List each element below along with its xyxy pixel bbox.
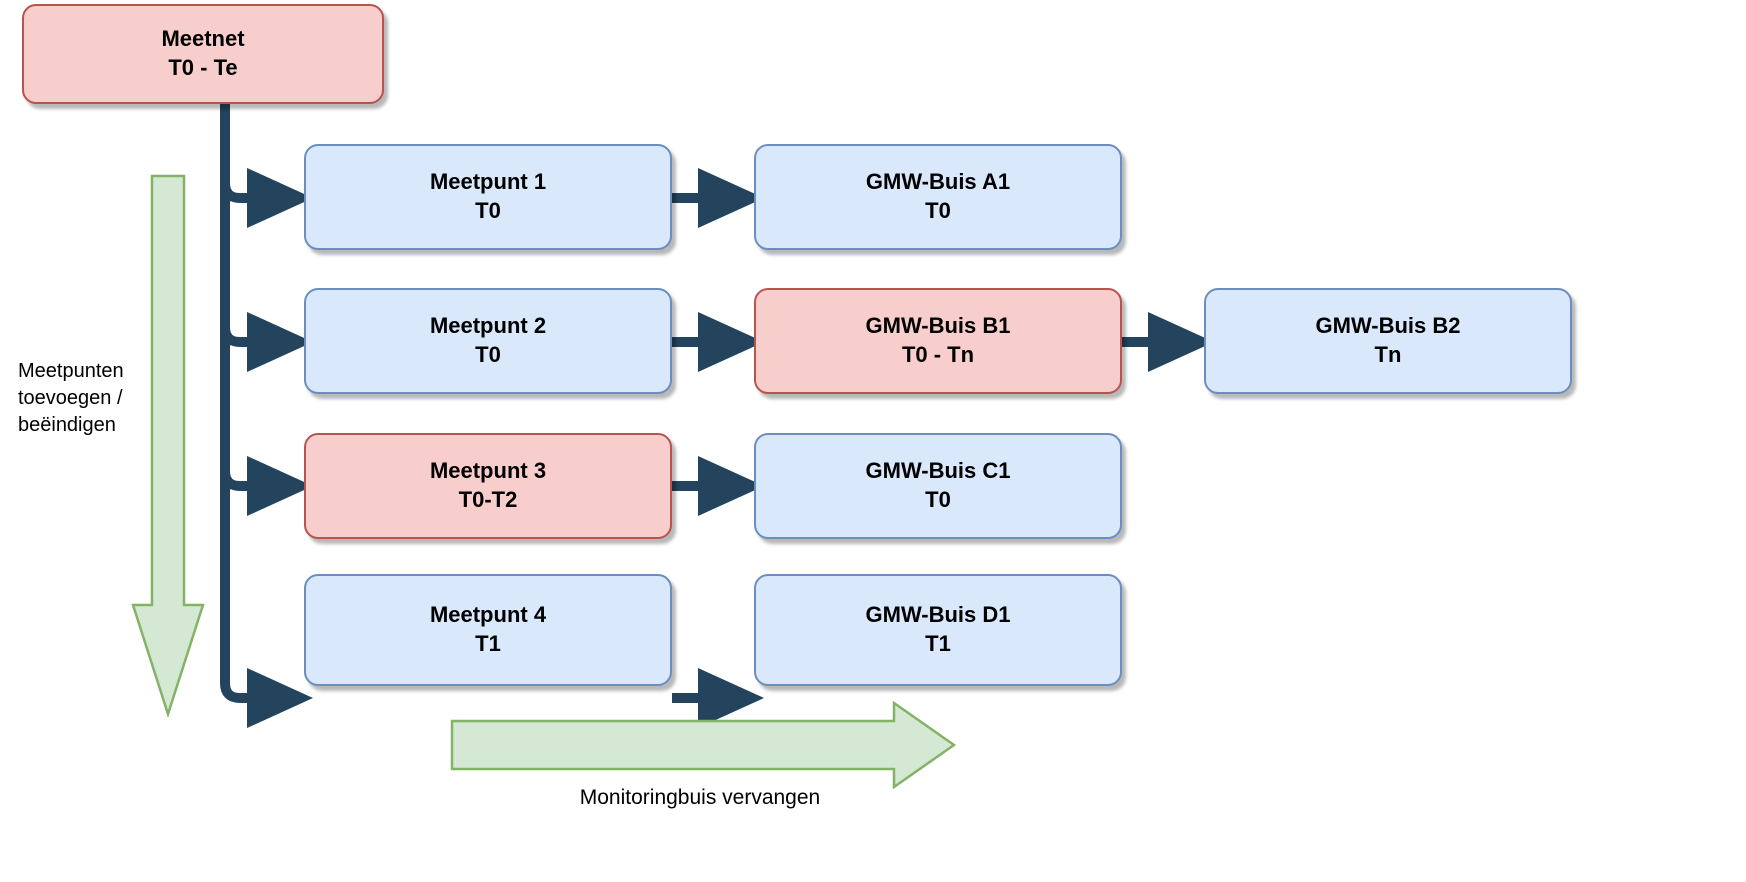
node-meetpunt-3-line2: T0-T2 (458, 487, 518, 512)
node-gmw-buis-b1[interactable]: GMW-Buis B1 T0 - Tn (754, 288, 1122, 394)
node-gmw-buis-c1-line1: GMW-Buis C1 (865, 458, 1011, 484)
meetnet-branch-trunk (220, 104, 241, 703)
node-meetpunt-3-line1: Meetpunt 3 (429, 458, 547, 484)
green-right-arrow (450, 700, 957, 790)
label-meetpunten-line2: toevoegen / (18, 387, 123, 409)
node-gmw-buis-c1-line2: T0 (925, 487, 951, 512)
edge-meetnet-to-meetpunt1 (220, 168, 314, 228)
node-gmw-buis-a1-line2: T0 (925, 198, 951, 223)
node-gmw-buis-a1[interactable]: GMW-Buis A1 T0 (754, 144, 1122, 250)
node-gmw-buis-d1-line2: T1 (925, 631, 951, 656)
node-gmw-buis-b2-line2: Tn (1374, 342, 1402, 367)
edge-meetnet-to-meetpunt2 (220, 312, 314, 372)
node-gmw-buis-b1-line1: GMW-Buis B1 (865, 313, 1011, 339)
label-meetpunten-line3: beëindigen (18, 414, 116, 436)
meetnet-branches (220, 168, 314, 728)
node-gmw-buis-d1[interactable]: GMW-Buis D1 T1 (754, 574, 1122, 686)
label-meetpunten-line1: Meetpunten (18, 360, 124, 382)
node-meetpunt-1-line1: Meetpunt 1 (429, 169, 547, 195)
node-gmw-buis-c1[interactable]: GMW-Buis C1 T0 (754, 433, 1122, 539)
node-meetpunt-4[interactable]: Meetpunt 4 T1 (304, 574, 672, 686)
label-monitoringbuis-vervangen: Monitoringbuis vervangen (579, 786, 821, 809)
node-gmw-buis-d1-line1: GMW-Buis D1 (865, 602, 1011, 628)
node-meetpunt-2[interactable]: Meetpunt 2 T0 (304, 288, 672, 394)
node-meetpunt-1[interactable]: Meetpunt 1 T0 (304, 144, 672, 250)
node-meetpunt-2-line1: Meetpunt 2 (429, 313, 547, 339)
edge-meetnet-to-meetpunt3 (220, 456, 314, 516)
node-meetpunt-4-line2: T1 (475, 631, 501, 656)
node-gmw-buis-b2-line1: GMW-Buis B2 (1315, 313, 1461, 339)
node-meetpunt-1-line2: T0 (475, 198, 501, 223)
node-gmw-buis-b1-line2: T0 - Tn (901, 342, 975, 367)
node-meetpunt-4-line1: Meetpunt 4 (429, 602, 547, 628)
node-gmw-buis-a1-line1: GMW-Buis A1 (865, 169, 1011, 195)
node-meetpunt-2-line2: T0 (475, 342, 501, 367)
label-meetpunten-toevoegen: Meetpunten toevoegen / beëindigen (18, 358, 148, 439)
green-down-arrow (131, 174, 205, 719)
node-meetpunt-3[interactable]: Meetpunt 3 T0-T2 (304, 433, 672, 539)
node-meetnet-line1: Meetnet (161, 26, 245, 52)
node-meetnet-line2: T0 - Te (168, 55, 238, 80)
node-meetnet[interactable]: Meetnet T0 - Te (22, 4, 384, 104)
node-gmw-buis-b2[interactable]: GMW-Buis B2 Tn (1204, 288, 1572, 394)
